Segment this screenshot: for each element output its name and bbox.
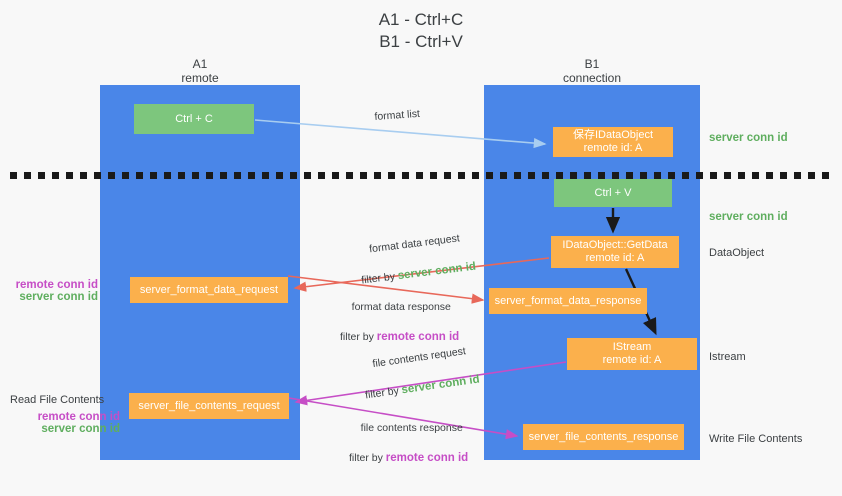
label-file-contents-request-filter: filter by server conn id <box>364 373 481 402</box>
lane-header-a1: A1 remote <box>181 57 219 85</box>
label-server-conn-id-mid: server conn id <box>709 211 788 223</box>
label-server-conn-id-top: server conn id <box>709 132 788 144</box>
label-format-data-response: format data response filter by remote co… <box>340 285 459 375</box>
box-idataobject-getdata[interactable]: IDataObject::GetData remote id: A <box>551 236 679 268</box>
label-format-data-response-text: format data response <box>351 301 451 313</box>
box-server-format-data-response[interactable]: server_format_data_response <box>489 288 647 314</box>
label-remote-conn-id-2: remote conn id <box>37 411 120 423</box>
label-file-contents-request-text: file contents request <box>371 345 467 371</box>
box-server-file-contents-response[interactable]: server_file_contents_response <box>523 424 684 450</box>
page-title: A1 - Ctrl+C B1 - Ctrl+V <box>378 10 464 51</box>
box-ctrl-v[interactable]: Ctrl + V <box>554 179 672 207</box>
label-server-conn-id-2: server conn id <box>41 423 120 435</box>
label-server-conn-id-1: server conn id <box>19 291 98 303</box>
label-remote-conn-id-1: remote conn id <box>15 279 98 291</box>
label-file-contents-response-filter: filter by remote conn id <box>349 452 469 464</box>
box-server-format-data-request[interactable]: server_format_data_request <box>130 277 288 303</box>
label-group-conn-ids-bottom: remote conn id server conn id <box>10 411 120 435</box>
label-file-contents-response-text: file contents response <box>360 422 463 434</box>
label-file-contents-response: file contents response filter by remote … <box>349 406 468 496</box>
label-format-data-response-filter: filter by remote conn id <box>340 331 460 343</box>
label-read-file-contents: Read File Contents <box>10 394 105 406</box>
dashed-divider <box>10 172 832 179</box>
label-dataobject: DataObject <box>709 247 765 259</box>
label-format-list: format list <box>374 107 421 123</box>
lane-header-b1: B1 connection <box>562 57 622 85</box>
box-ctrl-c[interactable]: Ctrl + C <box>134 104 254 134</box>
box-save-idataobject[interactable]: 保存IDataObject remote id: A <box>553 127 673 157</box>
diagram-canvas: A1 - Ctrl+C B1 - Ctrl+V A1 remote B1 con… <box>10 10 832 464</box>
label-write-file-contents: Write File Contents <box>709 433 803 445</box>
box-istream[interactable]: IStream remote id: A <box>567 338 697 370</box>
box-server-file-contents-request[interactable]: server_file_contents_request <box>129 393 289 419</box>
label-format-data-request-text: format data request <box>368 232 461 256</box>
label-istream: Istream <box>709 351 746 363</box>
label-group-conn-ids-top: remote conn id server conn id <box>10 279 98 303</box>
